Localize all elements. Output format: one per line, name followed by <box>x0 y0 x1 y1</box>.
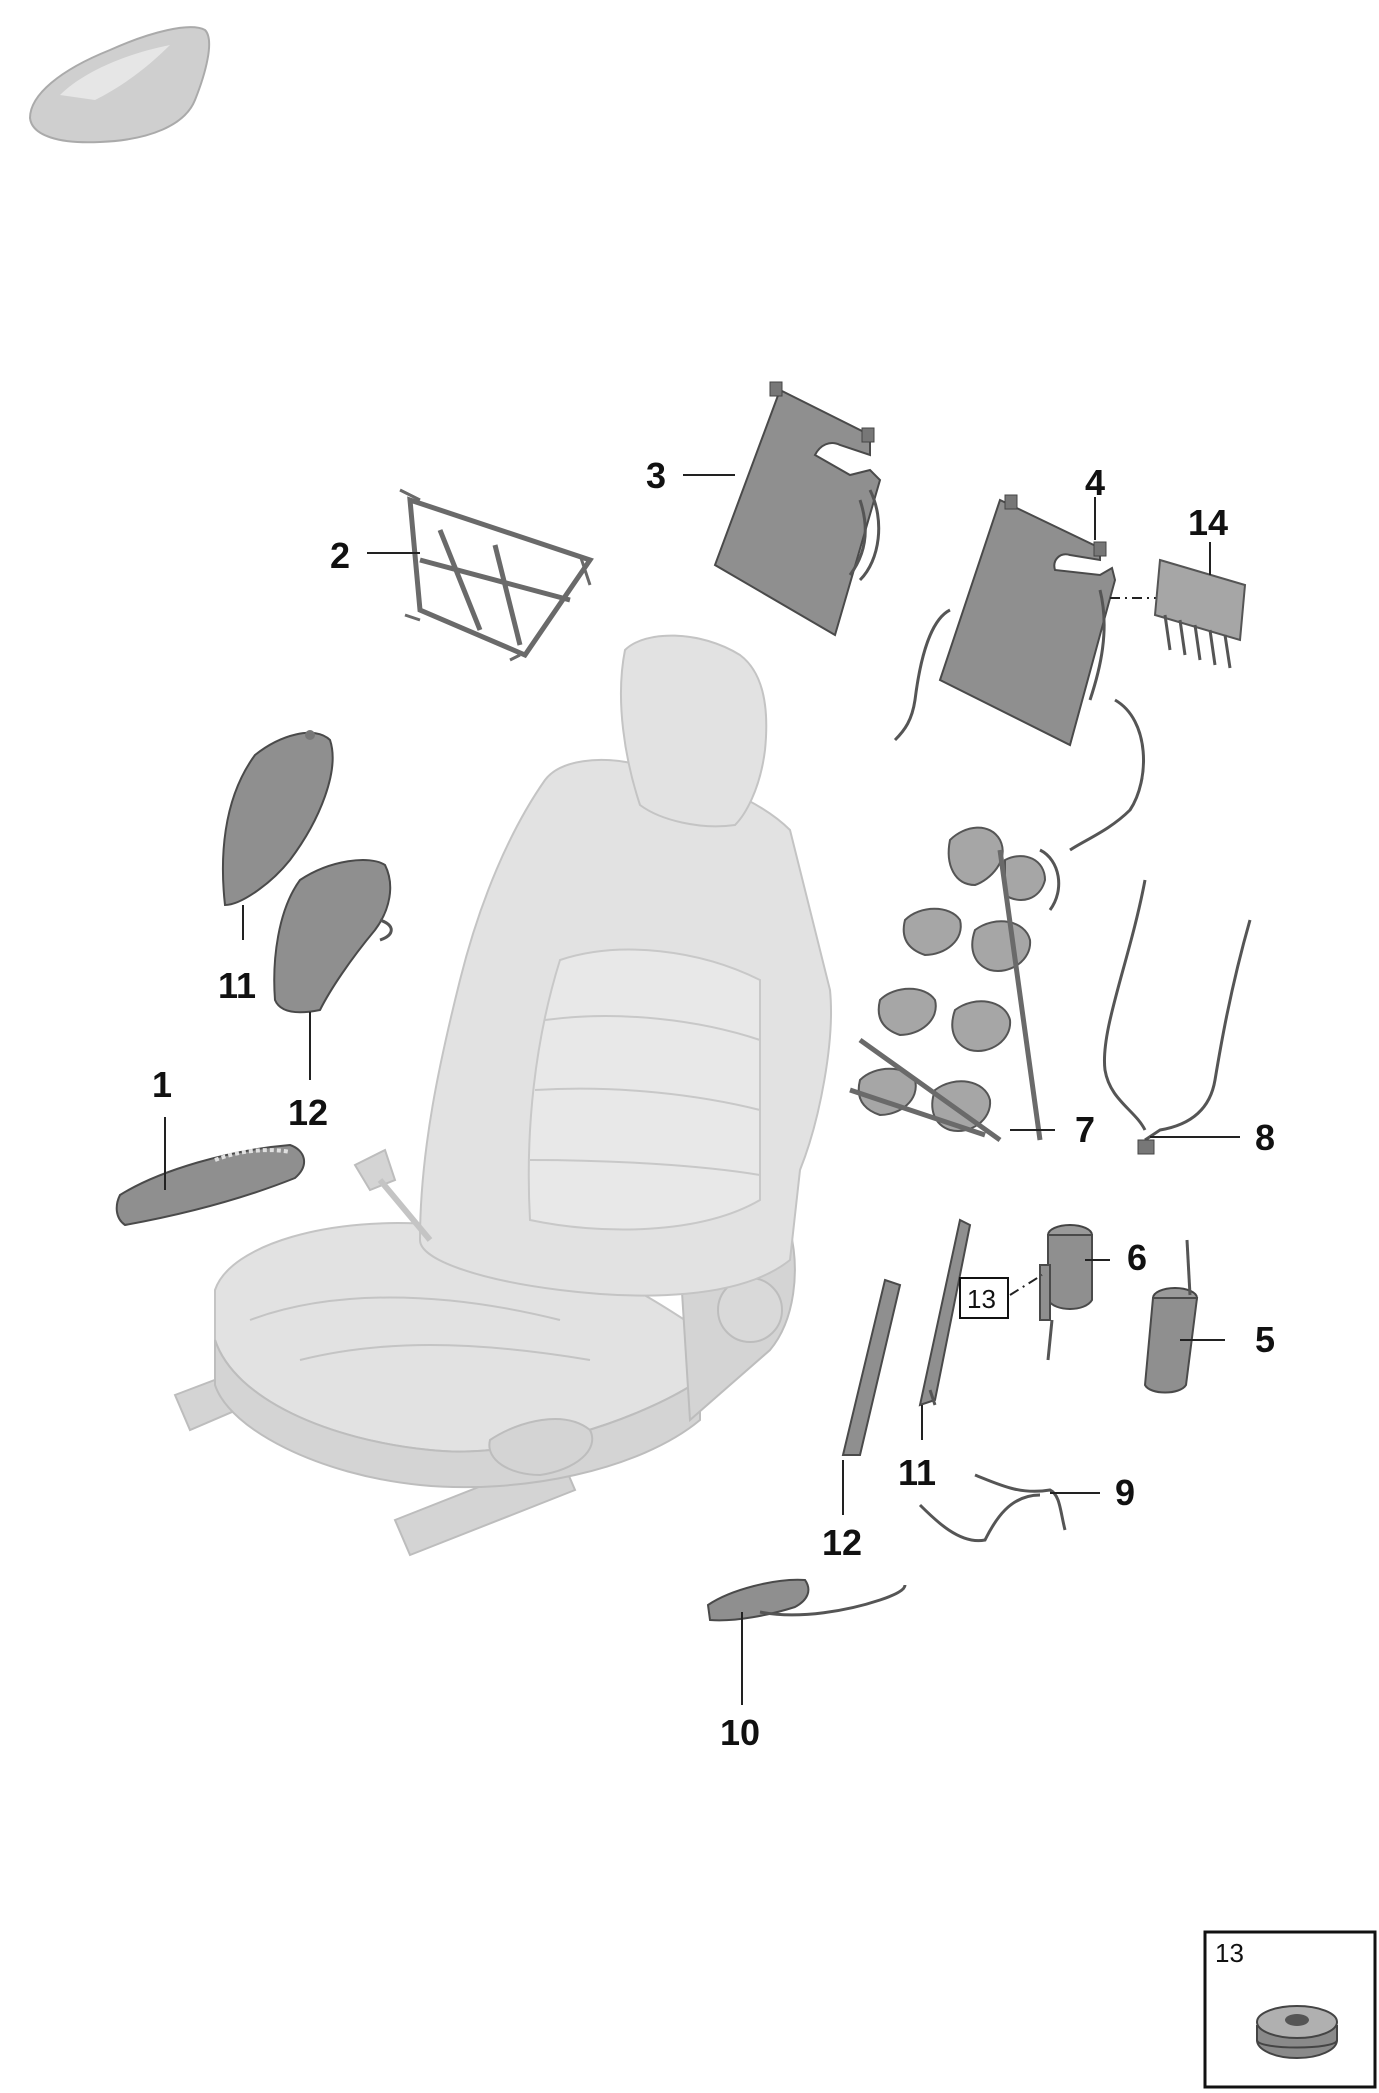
seat-illustration <box>173 634 832 1557</box>
part-4-heater-mat <box>893 494 1175 852</box>
callout-3: 3 <box>646 455 666 496</box>
callout-10: 10 <box>720 1712 760 1753</box>
part-5-pneumatic-unit <box>1143 1239 1199 1394</box>
callout-7: 7 <box>1075 1109 1095 1150</box>
part-14-control-unit <box>1153 558 1247 669</box>
vehicle-thumbnail-icon <box>28 26 211 144</box>
part-10-bracket <box>706 1578 907 1622</box>
part-9-hose <box>918 1473 1067 1543</box>
callout-11-upper: 11 <box>218 965 256 1006</box>
callout-9: 9 <box>1115 1472 1135 1513</box>
grommet-icon <box>1256 2005 1338 2059</box>
callout-1: 1 <box>152 1064 172 1105</box>
part-6-pump <box>1039 1224 1093 1361</box>
reference-box-label: 13 <box>967 1284 996 1314</box>
part-11-strip-lower <box>918 1218 972 1407</box>
part-7-suspension-mat <box>849 826 1061 1143</box>
callout-11-lower: 11 <box>898 1452 936 1493</box>
callout-12-upper: 12 <box>288 1092 328 1133</box>
callout-5: 5 <box>1255 1319 1275 1360</box>
callout-6: 6 <box>1127 1237 1147 1278</box>
callout-2: 2 <box>330 535 350 576</box>
callout-14: 14 <box>1188 502 1228 543</box>
part-2-backrest-frame <box>399 488 594 662</box>
part-11-bolster-upper <box>221 730 334 907</box>
inset-label: 13 <box>1215 1938 1244 1968</box>
part-1-side-trim <box>115 1143 305 1227</box>
part-12-bolster-upper <box>273 859 393 1014</box>
callout-12-lower: 12 <box>822 1522 862 1563</box>
part-12-strip-lower <box>841 1278 902 1456</box>
callout-4: 4 <box>1085 462 1105 503</box>
part-3-heater-mat <box>713 381 882 637</box>
part-8-wiring-harness <box>1102 879 1252 1155</box>
inset-part-13: 13 <box>1203 1930 1377 2089</box>
callout-8: 8 <box>1255 1117 1275 1158</box>
reference-box-13: 13 <box>959 1277 1009 1319</box>
